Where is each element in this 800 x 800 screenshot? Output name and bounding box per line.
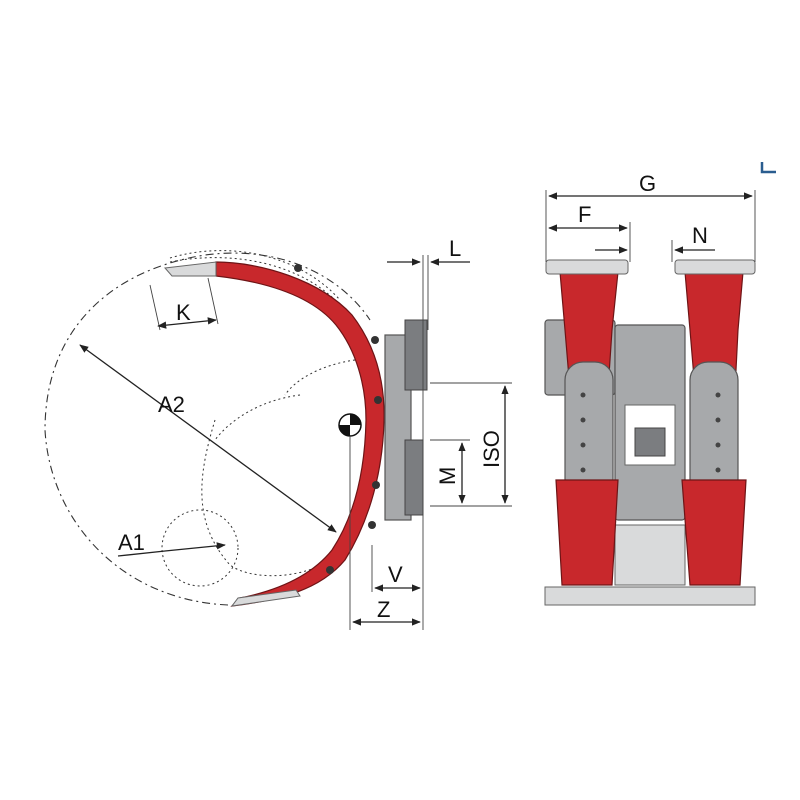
open-arm-outline-mid xyxy=(214,359,356,441)
dim-V: V xyxy=(371,545,421,592)
front-view: G F N xyxy=(544,171,756,606)
label-L: L xyxy=(449,236,461,261)
arm-tip-top xyxy=(163,261,217,277)
right-arm-pad xyxy=(689,361,739,498)
dim-M: M xyxy=(430,439,470,504)
side-view: K A2 A1 L ISO M xyxy=(44,236,512,630)
dim-K: K xyxy=(149,277,219,331)
lower-cross xyxy=(614,524,686,586)
dim-N: N xyxy=(595,223,715,262)
rotator-hub xyxy=(634,427,666,457)
pad-bolts xyxy=(580,392,721,473)
dim-A2: A2 xyxy=(79,344,337,533)
dim-ISO: ISO xyxy=(430,382,512,507)
arm-sweep-arc xyxy=(44,252,371,606)
load-circle xyxy=(161,509,239,587)
right-arm-lower xyxy=(681,479,747,586)
dim-G: G xyxy=(545,171,756,262)
label-ISO: ISO xyxy=(479,430,504,468)
label-V: V xyxy=(388,562,403,587)
label-N: N xyxy=(692,223,708,248)
left-arm-lower xyxy=(555,479,619,586)
dim-L: L xyxy=(387,236,470,266)
left-arm-pad xyxy=(564,361,614,498)
left-arm-cap xyxy=(545,259,629,275)
open-arm-outline-lower xyxy=(201,419,331,577)
carriage-back-low xyxy=(404,439,424,516)
base-plate xyxy=(544,586,756,606)
label-G: G xyxy=(639,171,656,196)
center-of-gravity-icon xyxy=(338,413,362,630)
label-K: K xyxy=(176,300,191,325)
arm-tip-bottom xyxy=(230,589,301,607)
right-arm-cap xyxy=(674,259,756,275)
dim-F: F xyxy=(548,202,631,262)
label-A1: A1 xyxy=(118,530,145,555)
label-Z: Z xyxy=(377,597,390,622)
clamp-arm xyxy=(215,261,385,607)
dim-Z: Z xyxy=(352,597,421,626)
arm-bolts xyxy=(294,264,382,574)
label-M: M xyxy=(435,467,460,485)
label-F: F xyxy=(578,202,591,227)
label-A2: A2 xyxy=(158,392,185,417)
open-arm-outline xyxy=(169,250,341,306)
carriage-back xyxy=(404,319,428,391)
corner-mark-icon xyxy=(760,162,776,174)
dim-A1: A1 xyxy=(117,530,226,557)
